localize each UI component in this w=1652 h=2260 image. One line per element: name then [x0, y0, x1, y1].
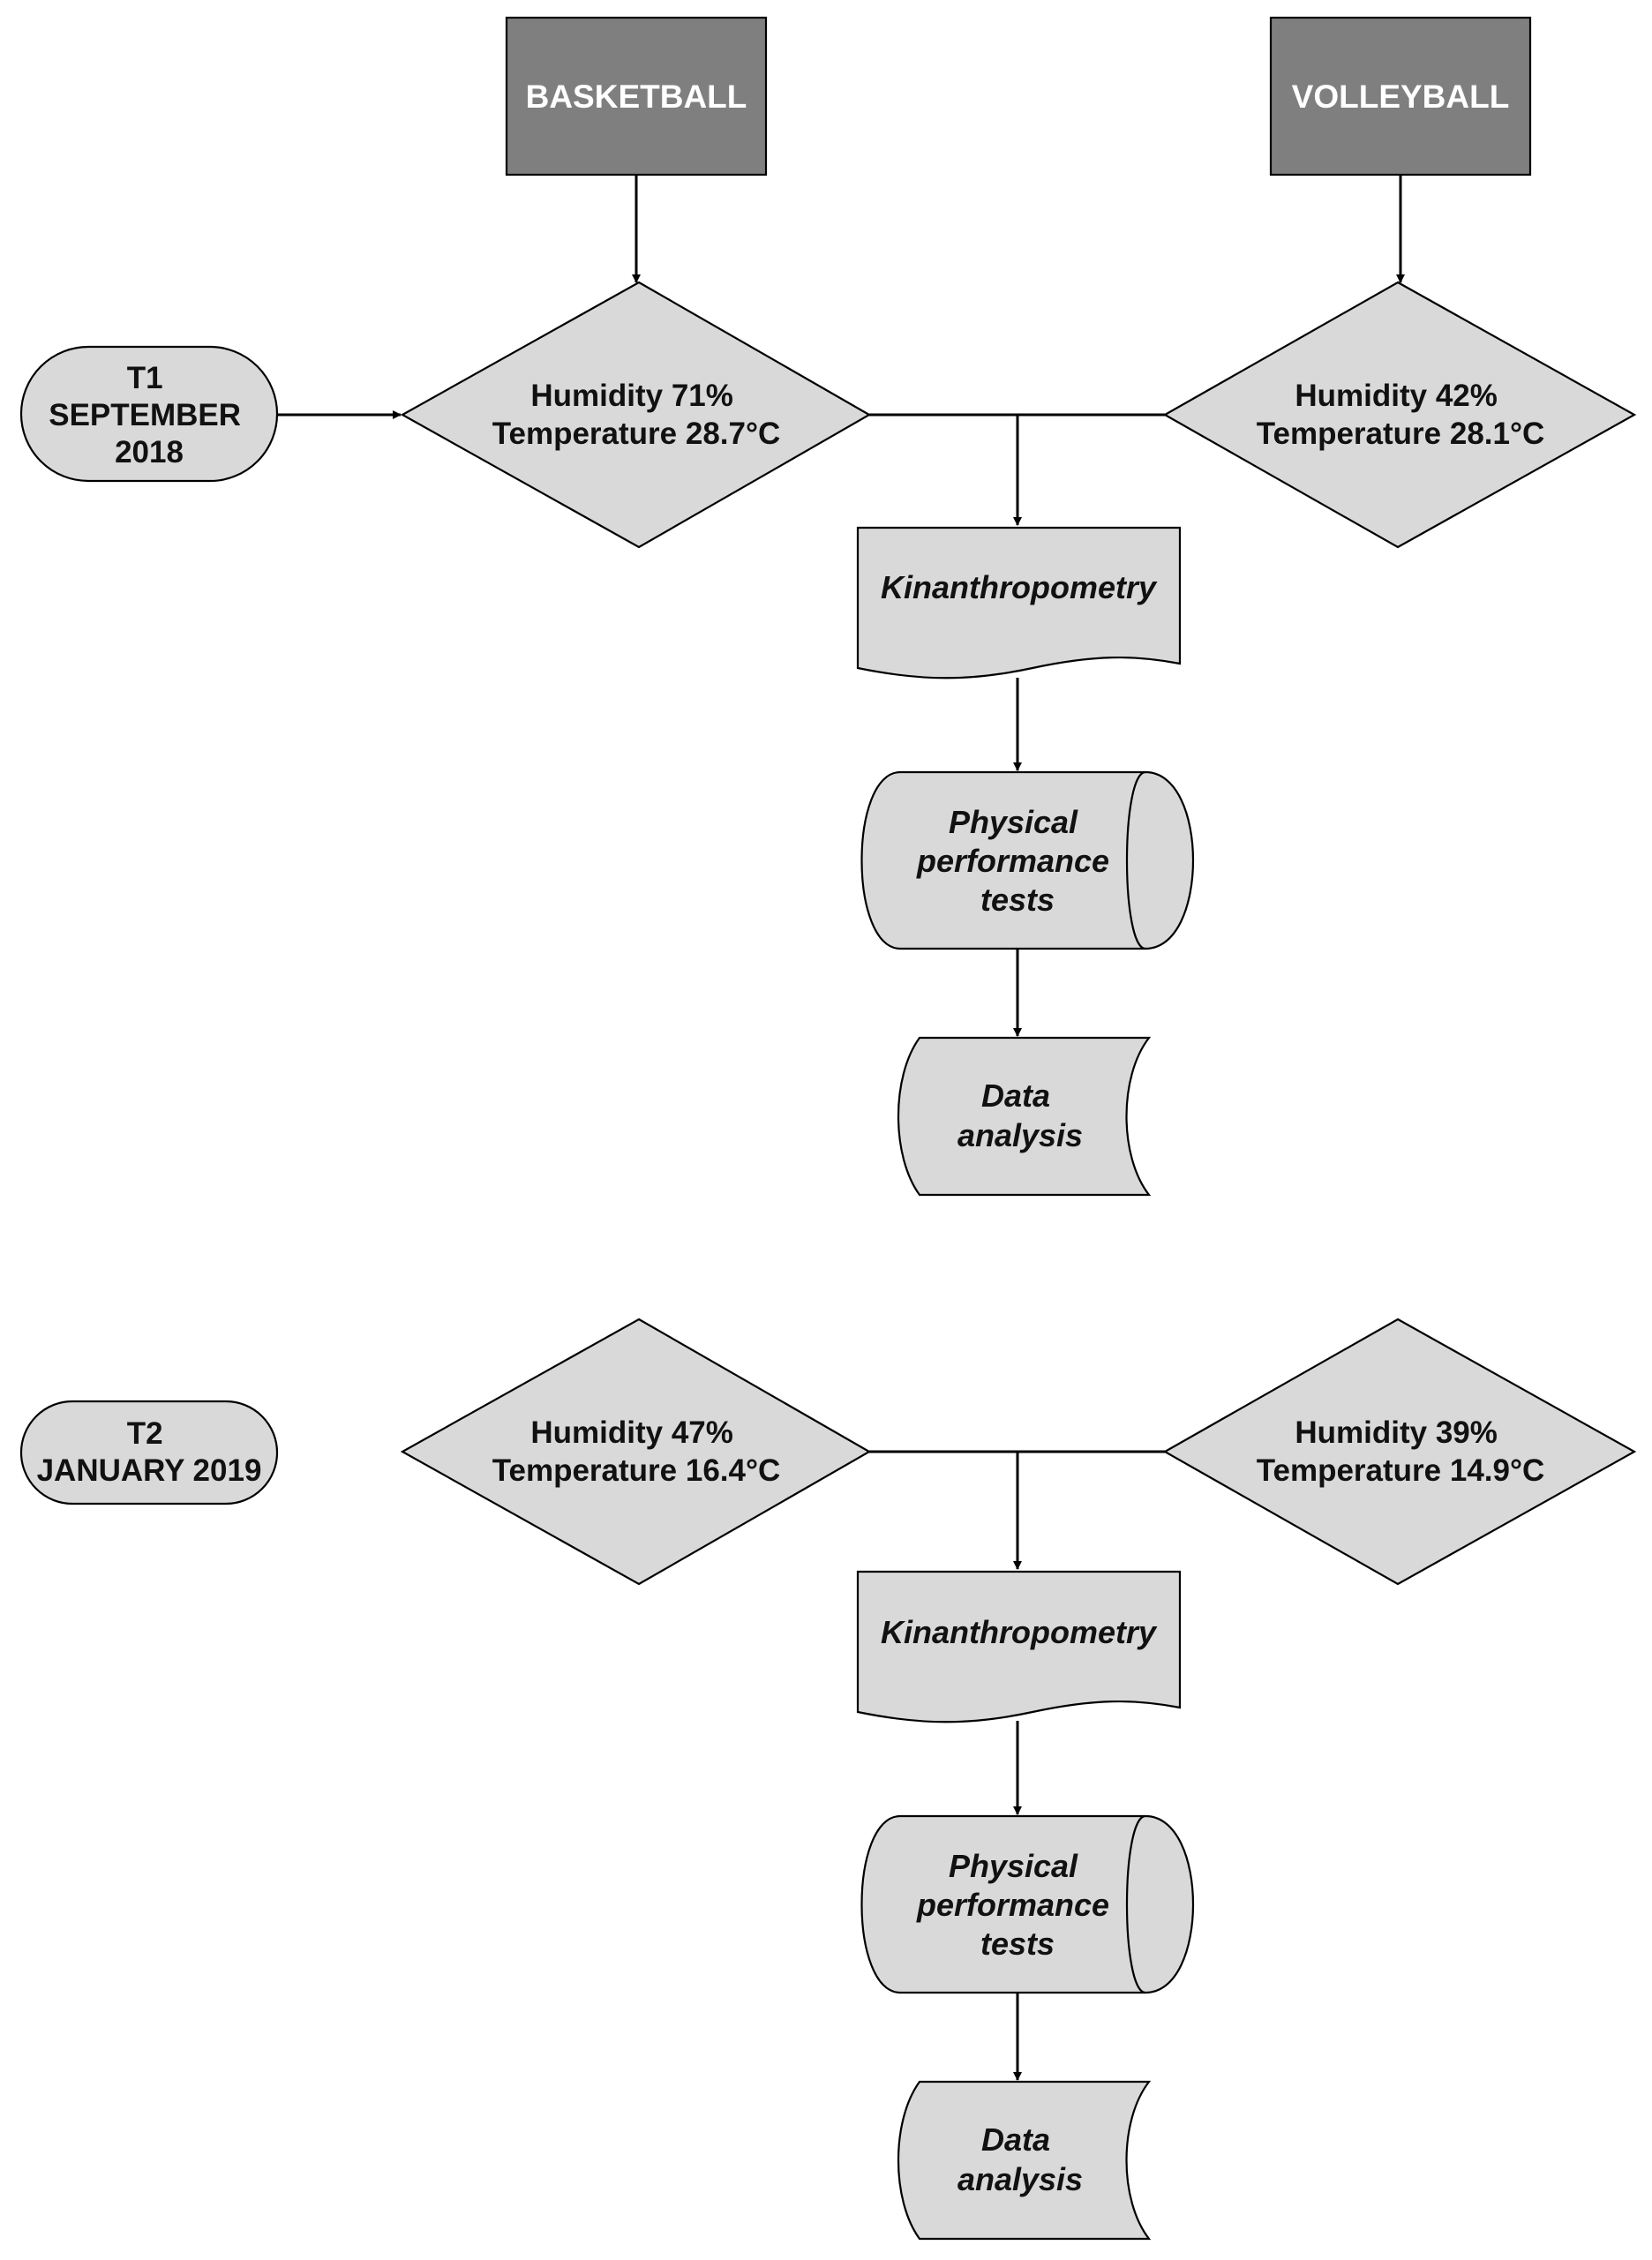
t1-data-analysis-label: Data analysis	[957, 1077, 1083, 1153]
t2-physical-tests-storage	[860, 1814, 1194, 1994]
t1-kinanthropometry-document	[856, 526, 1182, 680]
t2-right-conditions-diamond	[1162, 1318, 1637, 1586]
t2-terminal	[19, 1400, 279, 1505]
basketball-box	[505, 16, 768, 176]
t2-physical-tests-label: Physical performance tests	[916, 1848, 1118, 1962]
t2-right-conditions: Humidity 39% Temperature 14.9°C	[1257, 1415, 1545, 1488]
t1-kinanthropometry-label: Kinanthropometry	[881, 569, 1158, 605]
volleyball-label: VOLLEYBALL	[1292, 79, 1510, 115]
t2-data-analysis-display	[897, 2080, 1152, 2241]
t2-kinanthropometry-label: Kinanthropometry	[881, 1614, 1158, 1650]
t2-storage-curve	[1125, 1814, 1146, 1994]
t1-label: T1 SEPTEMBER 2018	[49, 361, 250, 469]
t1-left-conditions: Humidity 71% Temperature 28.7°C	[492, 379, 781, 451]
t2-left-conditions-diamond	[400, 1318, 872, 1586]
t1-right-conditions: Humidity 42% Temperature 28.1°C	[1257, 379, 1545, 451]
t1-data-analysis-display	[897, 1036, 1152, 1197]
t2-label: T2 JANUARY 2019	[37, 1416, 262, 1488]
t1-physical-tests-storage	[860, 770, 1194, 950]
t2-data-analysis-label: Data analysis	[957, 2121, 1083, 2197]
t2-kinanthropometry-document	[856, 1570, 1182, 1723]
volleyball-box	[1269, 16, 1532, 176]
t2-left-conditions: Humidity 47% Temperature 16.4°C	[492, 1415, 781, 1488]
t1-left-conditions-diamond	[400, 281, 872, 549]
t1-storage-curve	[1125, 770, 1146, 950]
t1-physical-tests-label: Physical performance tests	[916, 804, 1118, 918]
t1-right-conditions-diamond	[1162, 281, 1637, 549]
basketball-label: BASKETBALL	[526, 79, 747, 115]
